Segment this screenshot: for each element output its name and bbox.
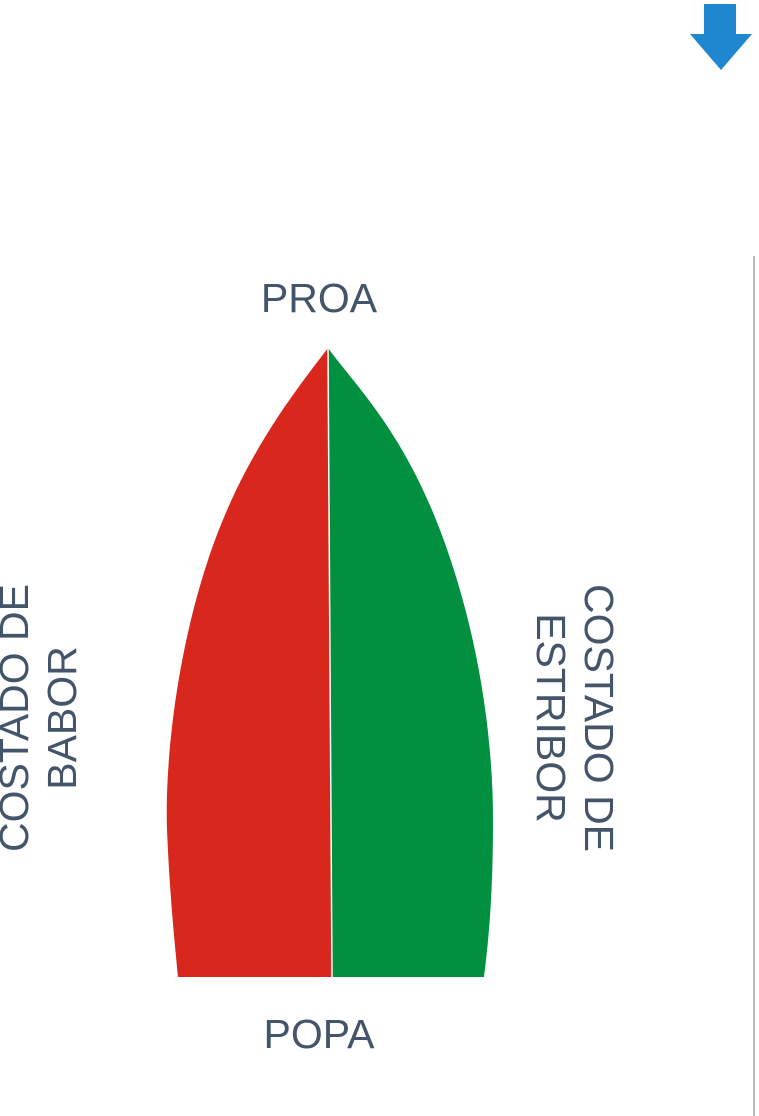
- starboard-label-line1: COSTADO DE: [576, 583, 622, 853]
- arrow-down-icon[interactable]: [690, 4, 752, 70]
- port-side-label: COSTADO DE BABOR: [0, 584, 86, 852]
- stern-label: POPA: [263, 1011, 375, 1057]
- port-label-line2: BABOR: [39, 646, 85, 790]
- hull-centerline: [327, 347, 333, 978]
- starboard-label-line2: ESTRIBOR: [528, 613, 574, 823]
- starboard-side-label: COSTADO DE ESTRIBOR: [527, 584, 623, 852]
- port-label-line1: COSTADO DE: [0, 583, 37, 853]
- right-divider-line: [753, 256, 755, 1116]
- bow-label: PROA: [260, 275, 378, 321]
- starboard-side-half: [328, 348, 493, 977]
- port-side-half: [166, 348, 332, 977]
